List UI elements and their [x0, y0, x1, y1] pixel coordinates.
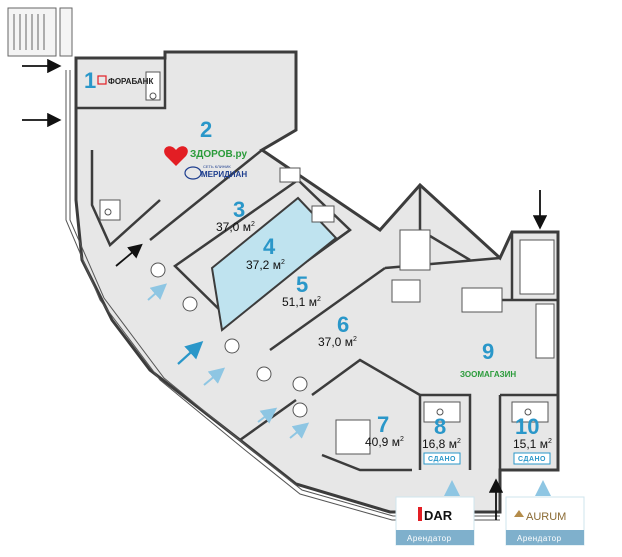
- svg-text:МЕРИДИАН: МЕРИДИАН: [201, 170, 247, 179]
- unit-8[interactable]: 8 16,8 м2 СДАНО: [422, 414, 461, 465]
- leased-badge: СДАНО: [423, 452, 461, 465]
- entrance-arrows: [22, 58, 548, 520]
- svg-text:ФОРАБАНК: ФОРАБАНК: [108, 77, 153, 86]
- leased-badge: СДАНО: [513, 452, 551, 465]
- unit-entrance-arrows: [147, 283, 551, 496]
- unit-number: 7: [377, 412, 389, 437]
- svg-text:СДАНО: СДАНО: [518, 456, 546, 463]
- unit-4[interactable]: 4 37,2 м2: [246, 234, 285, 272]
- svg-text:DAR: DAR: [424, 508, 453, 523]
- dar-logo: DAR: [418, 507, 453, 523]
- unit-area: 37,2 м2: [246, 258, 285, 272]
- unit-6[interactable]: 6 37,0 м2: [318, 312, 357, 349]
- aurum-logo: AURUM: [514, 510, 566, 523]
- svg-text:СДАНО: СДАНО: [428, 456, 456, 463]
- unit-number: 6: [337, 312, 349, 337]
- unit-1[interactable]: 1 ФОРАБАНК: [84, 68, 153, 93]
- svg-text:СЕТЬ КЛИНИК: СЕТЬ КЛИНИК: [203, 164, 231, 169]
- unit-number: 1: [84, 68, 96, 93]
- unit-area: 15,1 м2: [513, 437, 552, 451]
- meridian-logo: СЕТЬ КЛИНИК МЕРИДИАН: [184, 164, 247, 180]
- svg-text:ЗДОРОВ.ру: ЗДОРОВ.ру: [190, 149, 247, 160]
- stair-block: [7, 7, 73, 57]
- unit-area: 51,1 м2: [282, 295, 321, 309]
- unit-number: 3: [233, 197, 245, 222]
- unit-number: 4: [263, 234, 276, 259]
- unit-number: 2: [200, 117, 212, 142]
- zdorov-logo: ЗДОРОВ.ру: [164, 146, 247, 166]
- unit-area: 37,0 м2: [318, 335, 357, 349]
- tenant-card-dar[interactable]: DAR Арендатор: [395, 496, 475, 546]
- unit-area: 37,0 м2: [216, 220, 255, 234]
- tenant-caption: Арендатор: [407, 534, 452, 543]
- unit-10[interactable]: 10 15,1 м2 СДАНО: [513, 414, 552, 465]
- unit-number: 8: [434, 414, 446, 439]
- unit-3[interactable]: 3 37,0 м2: [216, 197, 255, 234]
- unit-area: 40,9 м2: [365, 435, 404, 449]
- svg-text:AURUM: AURUM: [526, 511, 566, 523]
- unit-9[interactable]: 9 ЗООМАГАЗИН: [460, 339, 516, 379]
- tenant-caption: Арендатор: [517, 534, 562, 543]
- fixtures: [99, 71, 555, 455]
- unit-7[interactable]: 7 40,9 м2: [365, 412, 404, 449]
- unit-number: 10: [515, 414, 539, 439]
- floor-outline: [65, 50, 560, 521]
- unit-5[interactable]: 5 51,1 м2: [282, 272, 321, 309]
- tenant-card-aurum[interactable]: AURUM Арендатор: [505, 496, 585, 546]
- main-entrance-arrow: [177, 341, 204, 365]
- forabank-logo: ФОРАБАНК: [97, 75, 153, 86]
- unit-label: ЗООМАГАЗИН: [460, 370, 516, 379]
- unit-2[interactable]: 2 ЗДОРОВ.ру СЕТЬ КЛИНИК МЕРИДИАН: [164, 117, 247, 180]
- unit-area: 16,8 м2: [422, 437, 461, 451]
- columns: [150, 262, 308, 418]
- unit-number: 5: [296, 272, 308, 297]
- unit-number: 9: [482, 339, 494, 364]
